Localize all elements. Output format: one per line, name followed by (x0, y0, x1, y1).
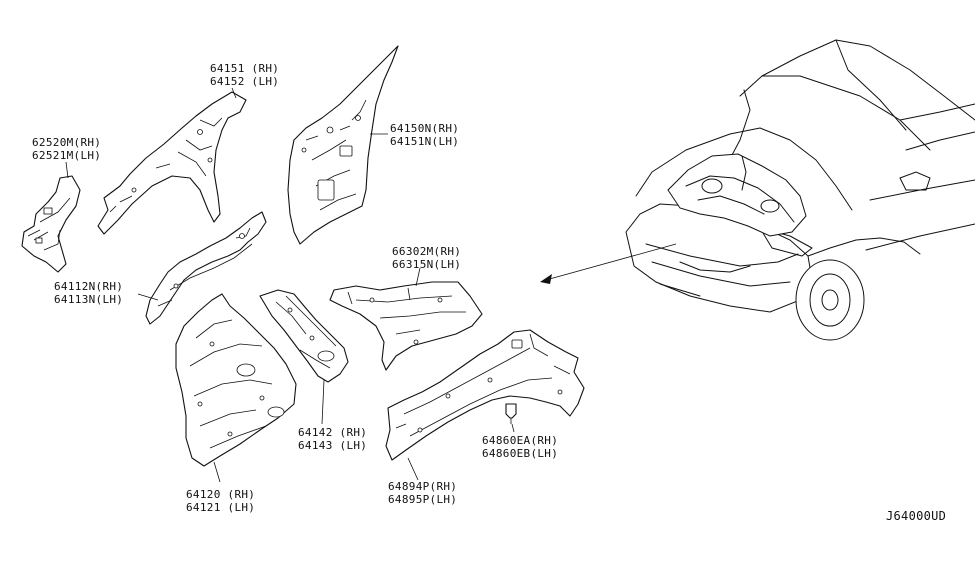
leader-hood-ledge-bracket (65, 161, 69, 179)
part-cowl-top-extension[interactable] (329, 281, 483, 371)
leader-mud-guard-bolt (511, 423, 515, 433)
label-hoodledge-reinforcement-rh: 64112N(RH) (54, 280, 123, 293)
leader-hoodledge-reinforcement (137, 293, 159, 301)
label-front-side-member-lh: 64895P(LH) (388, 493, 457, 506)
pointer-arrow (540, 243, 677, 284)
part-front-side-member[interactable] (385, 329, 585, 461)
leader-hood-ledge-upper (231, 87, 237, 99)
part-hood-ledge-bracket[interactable] (21, 175, 81, 273)
label-hood-ledge-bracket-lh: 62521M(LH) (32, 149, 101, 162)
part-hoodledge-reinforcement[interactable] (145, 211, 267, 325)
part-mud-guard-bolt[interactable] (505, 403, 517, 424)
label-strut-housing-rh: 64142 (RH) (298, 426, 367, 439)
leader-cowl-top-extension (415, 267, 421, 287)
label-hood-ledge-upper-lh: 64152 (LH) (210, 75, 279, 88)
label-hood-ledge-upper-rh: 64151 (RH) (210, 62, 279, 75)
part-strut-housing[interactable] (259, 289, 349, 383)
label-dash-side-panel-lh: 64151N(LH) (390, 135, 459, 148)
label-mud-guard-bolt-rh: 64860EA(RH) (482, 434, 558, 447)
leader-hoodledge-assembly (213, 461, 221, 483)
leader-front-side-member (407, 457, 419, 481)
label-mud-guard-bolt-lh: 64860EB(LH) (482, 447, 558, 460)
part-dash-side-panel[interactable] (287, 45, 399, 245)
label-hoodledge-reinforcement-lh: 64113N(LH) (54, 293, 123, 306)
label-hoodledge-assembly-lh: 64121 (LH) (186, 501, 255, 514)
label-dash-side-panel-rh: 64150N(RH) (390, 122, 459, 135)
part-hood-ledge-upper[interactable] (97, 91, 247, 235)
label-hoodledge-assembly-rh: 64120 (RH) (186, 488, 255, 501)
label-cowl-top-extension-rh: 66302M(RH) (392, 245, 461, 258)
leader-strut-housing (321, 379, 325, 425)
label-front-side-member-rh: 64894P(RH) (388, 480, 457, 493)
diagram-id-label: J64000UD (886, 509, 946, 523)
label-strut-housing-lh: 64143 (LH) (298, 439, 367, 452)
label-hood-ledge-bracket-rh: 62520M(RH) (32, 136, 101, 149)
part-hoodledge-assembly[interactable] (175, 293, 297, 467)
label-cowl-top-extension-lh: 66315N(LH) (392, 258, 461, 271)
vehicle-overview (625, 39, 975, 341)
